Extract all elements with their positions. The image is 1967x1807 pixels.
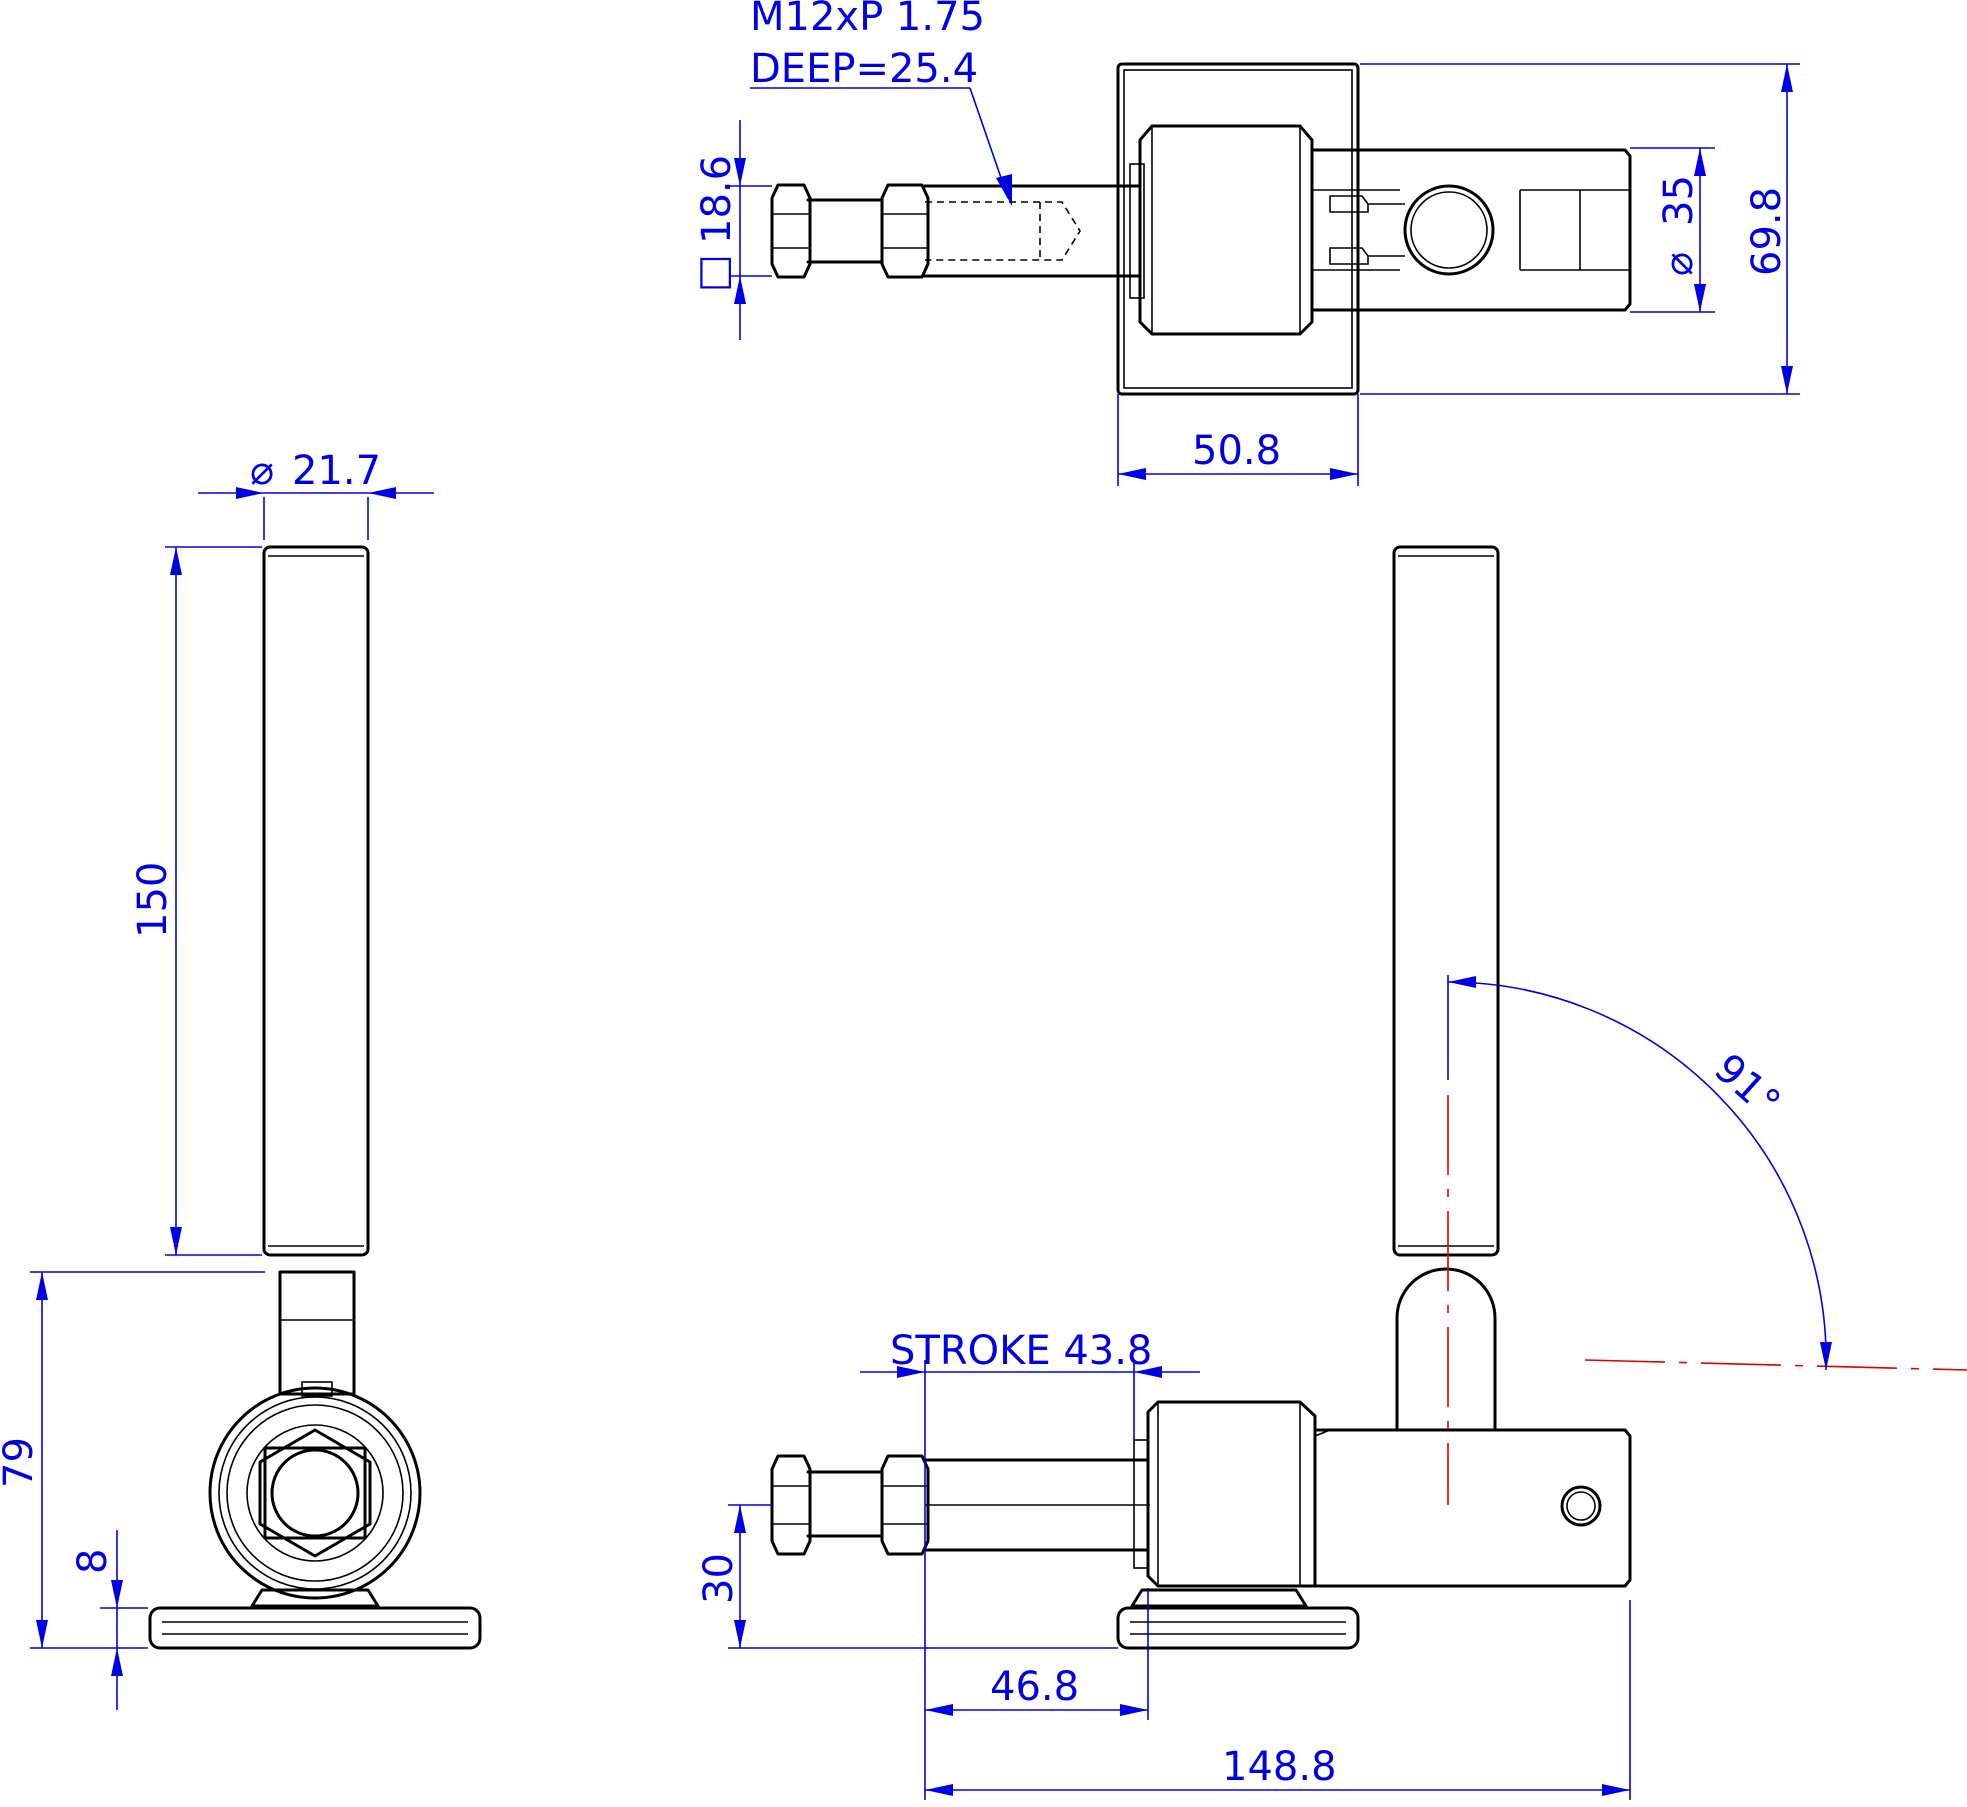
angle-label: 91° <box>1705 1045 1788 1127</box>
square-label: 18.6 <box>694 155 740 244</box>
base-thickness-label: 8 <box>70 1549 116 1574</box>
dia-symbol-top: ⌀ <box>1656 252 1702 276</box>
height-side-label: 79 <box>0 1437 42 1488</box>
thread-label: M12xP 1.75 <box>750 0 985 40</box>
stroke-label: STROKE 43.8 <box>890 1328 1152 1374</box>
handle-length-label: 150 <box>130 862 176 938</box>
dia-symbol-handle: ⌀ <box>250 448 274 494</box>
height-top-label: 69.8 <box>1744 187 1790 276</box>
base-to-spindle-label: 46.8 <box>990 1664 1079 1710</box>
width-top-label: 50.8 <box>1192 428 1281 474</box>
spindle-height-label: 30 <box>696 1553 742 1604</box>
dia-handle-label: 21.7 <box>292 448 381 494</box>
side-view <box>770 545 1967 1650</box>
top-view <box>770 62 1632 396</box>
dimensions: M12xP 1.75 DEEP=25.4 □ 18.6 ⌀ 35 69.8 50… <box>0 0 1832 1800</box>
end-view <box>148 545 482 1650</box>
square-symbol: □ <box>690 254 736 292</box>
overall-length-label: 148.8 <box>1222 1744 1337 1790</box>
deep-label: DEEP=25.4 <box>750 46 978 92</box>
dia-top-label: 35 <box>1656 175 1702 226</box>
